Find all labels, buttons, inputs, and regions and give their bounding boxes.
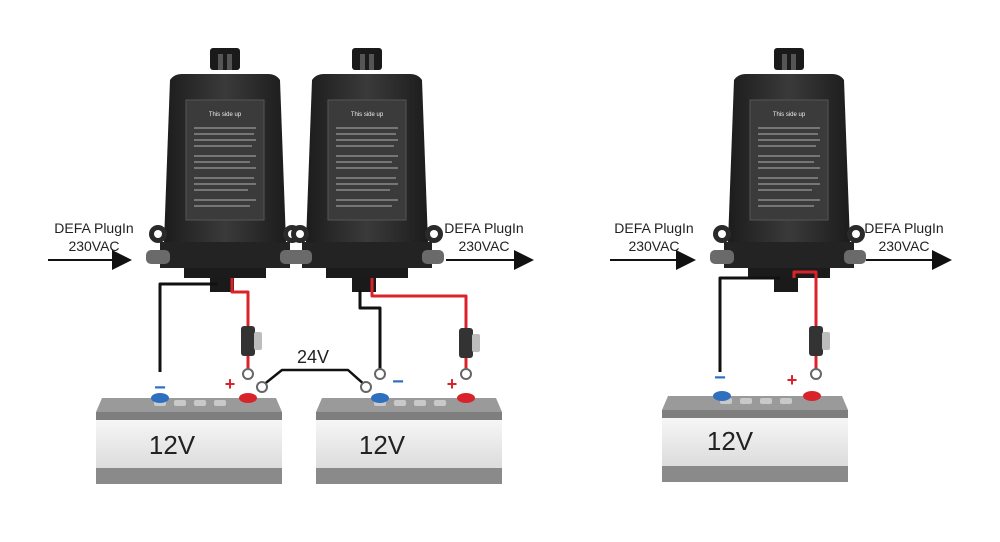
output-voltage-label-left: 230VAC — [458, 238, 509, 254]
input-plugin-label-left: DEFA PlugIn — [54, 220, 133, 236]
minus-sign-battery-c: − — [714, 367, 726, 389]
output-voltage-label-right: 230VAC — [878, 238, 929, 254]
battery-b: 12V — [316, 393, 502, 484]
charger-unit-a: This side up — [145, 47, 303, 293]
battery-b-positive-terminal — [457, 393, 475, 403]
this-side-up-c: This side up — [773, 112, 806, 118]
output-plugin-label-left: DEFA PlugIn — [444, 220, 523, 236]
wires-left — [158, 278, 468, 387]
ring-terminals-left — [242, 368, 472, 393]
battery-a-positive-terminal — [239, 393, 257, 403]
battery-c-positive-terminal — [803, 391, 821, 401]
battery-c-negative-terminal — [713, 391, 731, 401]
battery-c-voltage-label: 12V — [707, 426, 754, 456]
input-voltage-label-left: 230VAC — [68, 238, 119, 254]
plus-sign-battery-c: + — [787, 370, 798, 390]
charger-unit-c: This side up — [709, 47, 867, 293]
this-side-up-a: This side up — [209, 112, 242, 118]
plus-sign-battery-a: + — [225, 374, 236, 394]
battery-a-voltage-label: 12V — [149, 430, 196, 460]
input-arrow-left: DEFA PlugIn 230VAC — [48, 220, 134, 270]
this-side-up-b: This side up — [351, 112, 384, 118]
battery-b-voltage-label: 12V — [359, 430, 406, 460]
output-arrow-left: DEFA PlugIn 230VAC — [444, 220, 534, 270]
battery-a-negative-terminal — [151, 393, 169, 403]
battery-b-negative-terminal — [371, 393, 389, 403]
fuse-holder-b — [459, 328, 480, 358]
input-voltage-label-right: 230VAC — [628, 238, 679, 254]
output-arrow-right: DEFA PlugIn 230VAC — [864, 220, 952, 270]
ring-terminals-right — [810, 368, 822, 380]
plus-sign-battery-b: + — [447, 374, 458, 394]
series-voltage-label: 24V — [297, 347, 329, 367]
battery-c: 12V — [662, 391, 848, 482]
fuse-holder-c — [809, 326, 830, 356]
output-plugin-label-right: DEFA PlugIn — [864, 220, 943, 236]
minus-sign-battery-a: − — [154, 377, 166, 399]
charger-unit-b: This side up — [287, 47, 445, 293]
fuse-holder-a — [241, 326, 262, 356]
battery-a: 12V — [96, 393, 282, 484]
input-plugin-label-right: DEFA PlugIn — [614, 220, 693, 236]
wires-right — [718, 270, 818, 372]
input-arrow-right: DEFA PlugIn 230VAC — [610, 220, 696, 270]
minus-sign-battery-b: − — [392, 371, 404, 393]
